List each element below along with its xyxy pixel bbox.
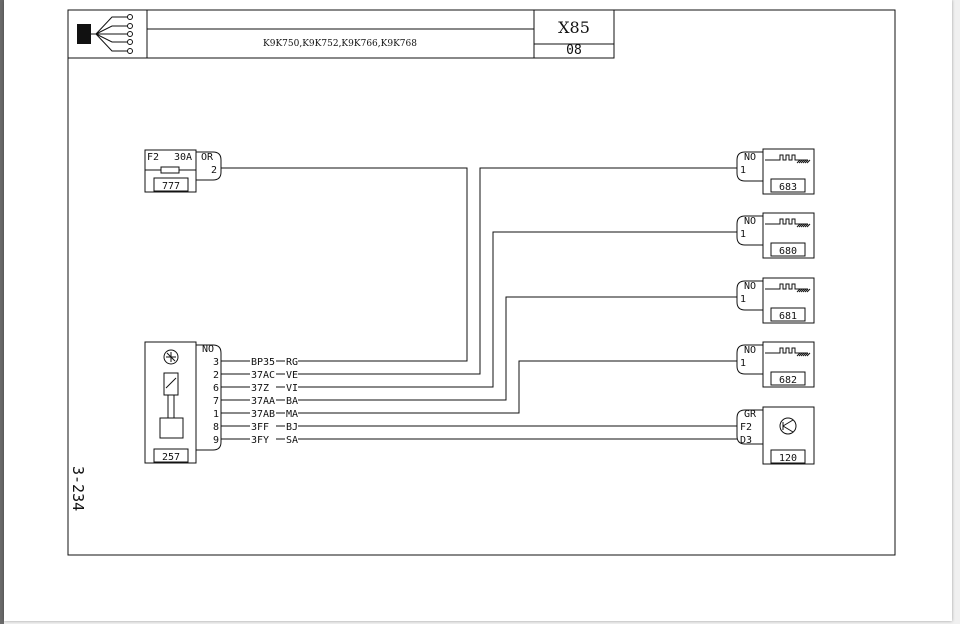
heater-conn-color: NO xyxy=(744,152,756,163)
fuse-rating: 30A xyxy=(174,152,192,163)
connector-logo-icon xyxy=(77,14,133,54)
wire-3FF: 8 3FF BJ xyxy=(213,422,737,433)
wire-pin: 7 xyxy=(213,396,219,407)
viewer-edge xyxy=(0,0,4,624)
engine-models: K9K750,K9K752,K9K766,K9K768 xyxy=(263,39,417,49)
wire-color: SA xyxy=(286,435,298,446)
heater-pin: 1 xyxy=(740,165,746,176)
fuse-777: F2 30A 777 OR 2 xyxy=(144,149,222,193)
wire-pin: 8 xyxy=(213,422,219,433)
wire-label: 37AA xyxy=(251,396,275,407)
diagram-page xyxy=(4,0,952,621)
fuse-wire-color: OR xyxy=(201,152,214,163)
heater-id: 680 xyxy=(779,246,797,257)
diagram-code: X85 xyxy=(558,18,590,37)
heater-id: 681 xyxy=(779,311,797,322)
wire-37AB: 1 37AB MA xyxy=(213,360,737,420)
heater-pin: 1 xyxy=(740,294,746,305)
wire-label: 37AC xyxy=(251,370,275,381)
wire-label: 37AB xyxy=(251,409,275,420)
wire-37AA: 7 37AA BA xyxy=(213,296,737,407)
switch-257: 257 NO xyxy=(144,341,222,464)
heater-conn-color: NO xyxy=(744,216,756,227)
ecu-pin-d3: D3 xyxy=(740,435,752,446)
switch-conn-color: NO xyxy=(202,344,214,355)
ecu-id: 120 xyxy=(779,453,797,464)
wire-label: 3FY xyxy=(251,435,269,446)
heater-conn-color: NO xyxy=(744,281,756,292)
wire-BP35: 3 BP35 RG xyxy=(213,167,468,368)
ecu-120: 120 GR F2 D3 xyxy=(736,406,815,465)
heater-pin: 1 xyxy=(740,358,746,369)
title-block: K9K750,K9K752,K9K766,K9K768 X85 08 xyxy=(67,9,615,59)
heater-pin: 1 xyxy=(740,229,746,240)
fuse-id: 777 xyxy=(162,181,180,192)
wire-label: 3FF xyxy=(251,422,269,433)
wire-color: VI xyxy=(286,383,298,394)
wire-color: RG xyxy=(286,357,298,368)
wire-label: BP35 xyxy=(251,357,275,368)
heater-id: 683 xyxy=(779,182,797,193)
wire-3FY: 9 3FY SA xyxy=(213,435,737,446)
heater-id: 682 xyxy=(779,375,797,386)
heater-plug-682: 682 NO 1 xyxy=(736,341,815,388)
fuse-name: F2 xyxy=(147,152,159,163)
wire-color: BJ xyxy=(286,422,298,433)
wire-pin: 1 xyxy=(213,409,219,420)
wire-pin: 9 xyxy=(213,435,219,446)
wire-color: MA xyxy=(286,409,298,420)
heater-plug-681: 681 NO 1 xyxy=(736,277,815,324)
diagram-subcode: 08 xyxy=(566,43,582,58)
page-reference: 3-234 xyxy=(69,466,87,511)
wire-color: BA xyxy=(286,396,298,407)
switch-id: 257 xyxy=(162,452,180,463)
wire-37AC: 2 37AC VE xyxy=(213,167,737,381)
wire-pin: 2 xyxy=(213,370,219,381)
heater-conn-color: NO xyxy=(744,345,756,356)
ecu-pin-f2: F2 xyxy=(740,422,752,433)
diagram-frame xyxy=(67,9,896,556)
fuse-pin: 2 xyxy=(211,165,217,176)
wire-color: VE xyxy=(286,370,298,381)
wire-pin: 6 xyxy=(213,383,219,394)
wire-pin: 3 xyxy=(213,357,219,368)
wire-label: 37Z xyxy=(251,383,269,394)
wire-37Z: 6 37Z VI xyxy=(213,231,737,394)
heater-plug-680: 680 NO 1 xyxy=(736,212,815,259)
ecu-conn-color: GR xyxy=(744,409,757,420)
wire-harness: 3 BP35 RG 2 37AC VE 6 37Z VI 7 37AA BA 1 37AB MA 8 3FF BJ… xyxy=(213,167,737,446)
heater-plug-683: 683 NO 1 xyxy=(736,148,815,195)
